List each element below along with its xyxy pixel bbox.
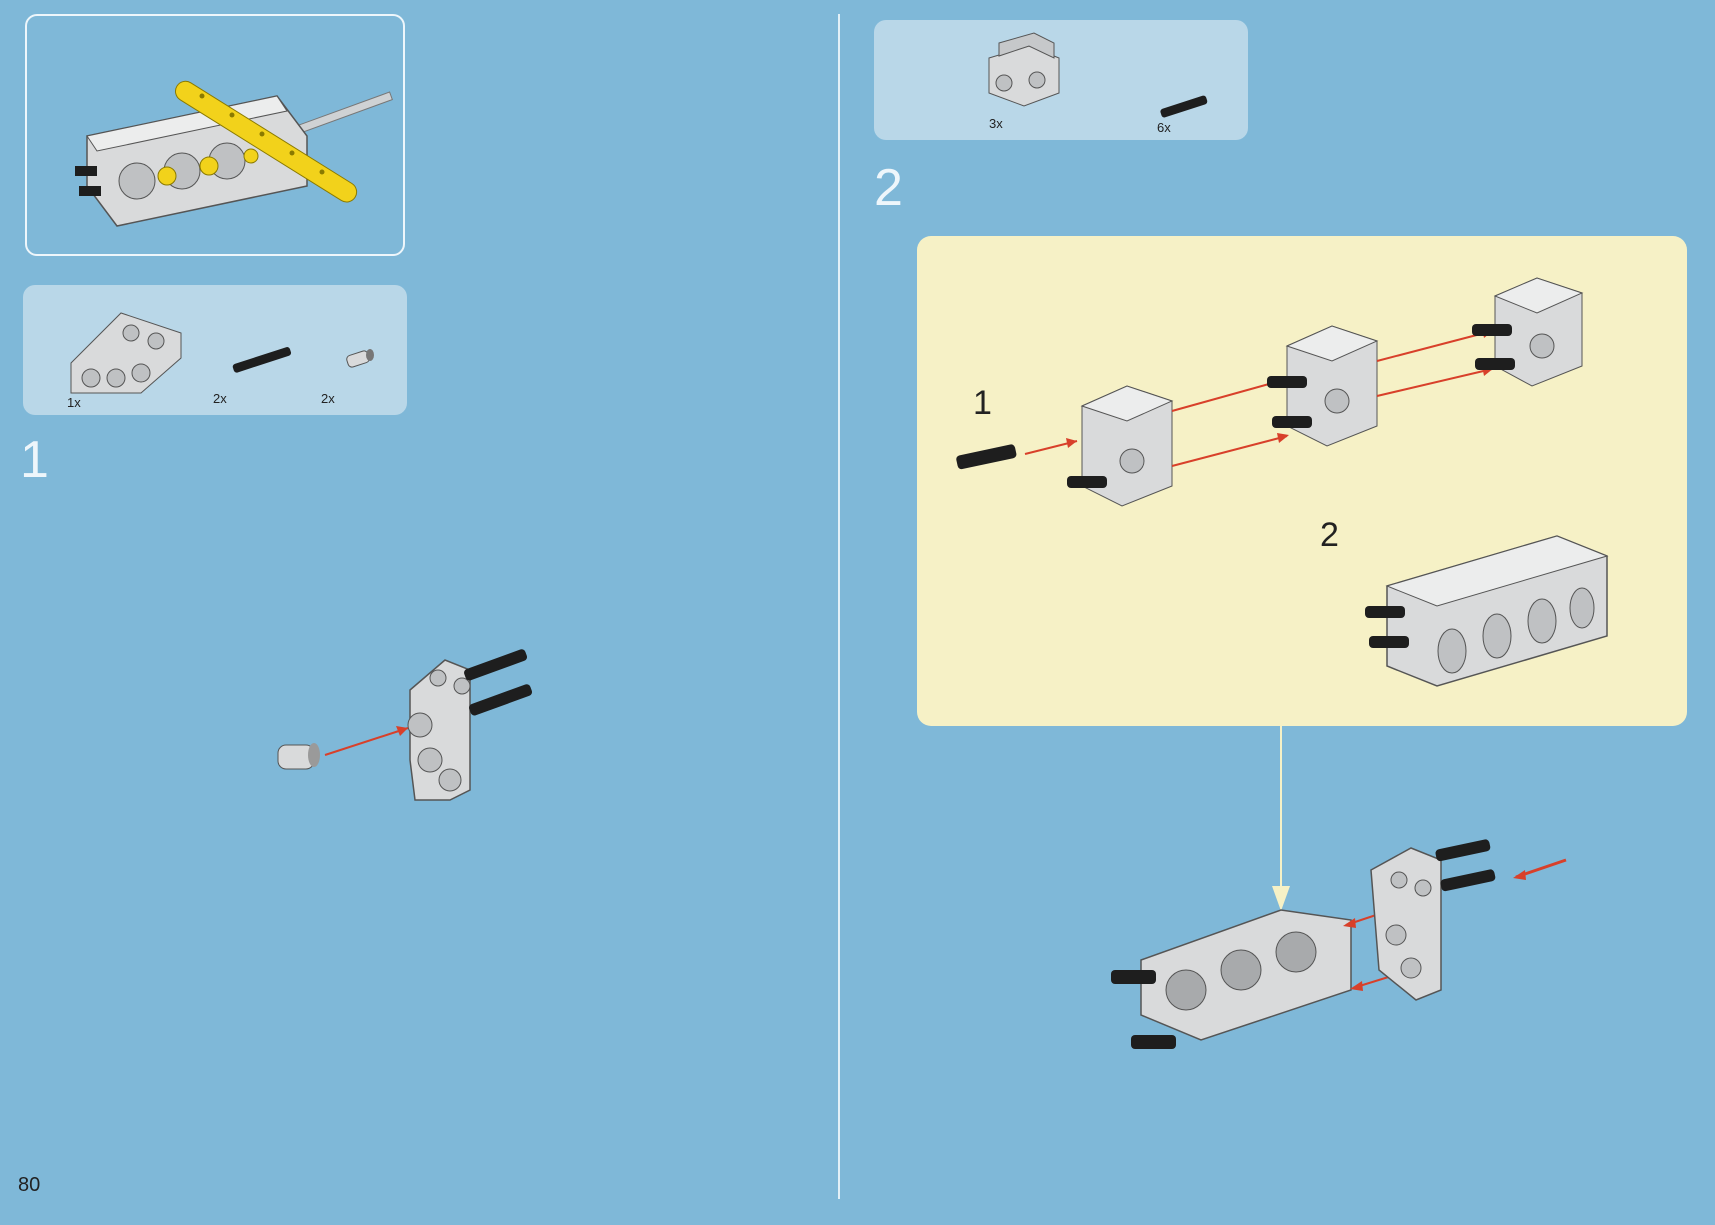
part-qty-axle-pin: 2x: [213, 391, 227, 406]
bush-icon: [346, 349, 374, 368]
substep1-illustration: [956, 277, 1584, 507]
step2-assembly-illustration: [1111, 839, 1567, 1049]
substep-number: 1: [973, 384, 992, 422]
cylinder-block-icon: [988, 32, 1060, 107]
substep2-illustration: [1365, 535, 1609, 687]
subassembly-panel: 1 2: [917, 236, 1687, 726]
right-page: 3x 6x 2 1 2: [841, 0, 1715, 1225]
left-page: 1x 2x 2x 1 80: [0, 0, 838, 1225]
part-qty-end-plate: 1x: [67, 395, 81, 410]
step-number: 1: [20, 431, 49, 489]
parts-list-panel: 1x 2x 2x: [23, 285, 407, 415]
engine-preview-illustration: [75, 80, 393, 227]
part-qty-axle-pin: 6x: [1157, 120, 1171, 135]
substep-number: 2: [1320, 516, 1339, 554]
axle-pin-icon: [232, 347, 292, 373]
parts-list-panel-right: 3x 6x: [874, 20, 1248, 140]
part-qty-cylinder-block: 3x: [989, 116, 1003, 131]
part-qty-bush: 2x: [321, 391, 335, 406]
page-number: 80: [18, 1174, 41, 1196]
axle-pin-icon: [1160, 95, 1208, 118]
page-spine: [838, 14, 840, 1199]
flow-arrow: [1272, 726, 1290, 911]
model-preview-panel: [25, 14, 405, 256]
end-plate-icon: [70, 312, 182, 394]
step-number: 2: [874, 159, 903, 217]
step1-assembly-illustration: [277, 649, 533, 801]
